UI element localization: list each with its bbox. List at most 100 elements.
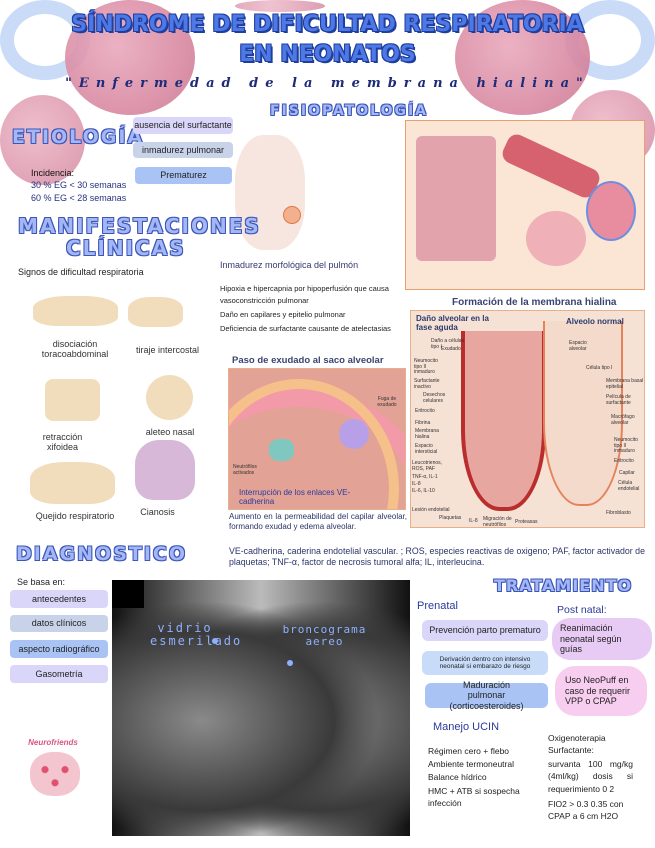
- membrana-title: Formación de la membrana hialina: [452, 297, 617, 308]
- lung-tissue-illustration: [405, 120, 645, 290]
- alveoli-decoration: [235, 0, 325, 12]
- chest-xray-image: vidrio esmerilado broncograma aereo: [112, 580, 410, 836]
- callout: Desechos celulares: [423, 392, 446, 404]
- postnatal-item: Uso NeoPuff en caso de requerir VPP o CP…: [555, 666, 647, 716]
- diagnostico-intro: Se basa en:: [17, 577, 66, 587]
- callout: Neumocito tipo II inmaduro: [614, 437, 638, 454]
- brain-logo-icon: [30, 752, 80, 796]
- abreviaturas-text: VE-cadherina, caderina endotelial vascul…: [229, 546, 645, 567]
- callout: Eritrocito: [614, 458, 634, 464]
- oxigeno-item: FIO2 > 0.3 0.35 con CPAP a 6 cm H2O: [548, 799, 624, 822]
- callout: Daño a células tipo I: [431, 338, 465, 350]
- fisiopatologia-bullet: Hipoxia e hipercapnia por hipoperfusión …: [220, 284, 389, 305]
- baby-illustration: [235, 135, 305, 250]
- diagnostico-item: datos clínicos: [10, 615, 108, 632]
- callout: Macrófago alveolar: [611, 414, 635, 426]
- incidencia-value: 30 % EG < 30 semanas: [31, 180, 127, 190]
- callout: Lesión endotelial: [412, 507, 450, 513]
- incidencia-value: 60 % EG < 28 semanas: [31, 193, 127, 203]
- callout: Neumocito tipo II inmaduro: [414, 358, 438, 375]
- cause-pill: ausencia del surfactante: [133, 117, 233, 134]
- fisiopatologia-heading: FISIOPATOLOGÍA: [270, 103, 428, 119]
- diagnostico-item: Gasometría: [10, 665, 108, 683]
- postnatal-label: Post natal:: [557, 604, 607, 616]
- etiologia-heading: ETIOLOGÍA: [12, 126, 145, 148]
- infant-chest-illustration: [128, 297, 183, 327]
- logo-text: Neurofriends: [28, 738, 78, 747]
- callout: Plaquetas: [439, 515, 462, 521]
- fisiopatologia-bullet: Deficiencia de surfactante causante de a…: [220, 324, 391, 333]
- callout: Neutrófilos activados: [233, 464, 257, 476]
- callout: Surfactante inactivo: [414, 378, 440, 390]
- fisiopatologia-bullet: Daño en capilares y epitelio pulmonar: [220, 310, 346, 319]
- sign-label: retracción xifoidea: [42, 432, 83, 452]
- ucin-item: HMC + ATB si sospecha infección: [428, 786, 520, 809]
- infant-torso-illustration: [45, 379, 100, 421]
- diagnostico-item: antecedentes: [10, 590, 108, 608]
- manifestaciones-heading: MANIFESTACIONES: [18, 214, 261, 238]
- infant-chest-illustration: [30, 462, 115, 504]
- xray-label: broncograma aereo: [282, 623, 367, 649]
- callout: Membrana hialina: [415, 428, 439, 440]
- membrana-right-label: Alveolo normal: [566, 317, 624, 326]
- callout: Espacio alveolar: [569, 340, 587, 352]
- diagnostico-heading: DIAGNOSTICO: [16, 543, 188, 565]
- infant-face-illustration: [146, 375, 193, 420]
- callout: Exudado: [441, 346, 461, 352]
- sign-label: disociación toracoabdominal: [41, 339, 109, 359]
- membrana-hialina-diagram: Daño alveolar en la fase aguda Alveolo n…: [410, 310, 645, 528]
- callout: Espacio intersticial: [415, 443, 438, 455]
- ucin-label: Manejo UCIN: [433, 721, 500, 733]
- callout: Eritrocito: [415, 408, 435, 414]
- callout: Película de surfactante: [606, 394, 631, 406]
- cyanotic-baby-illustration: [135, 440, 195, 500]
- exudado-diagram: Fuga de exudado Neutrófilos activados In…: [228, 368, 406, 510]
- incidencia-label: Incidencia:: [31, 168, 75, 178]
- sign-label: Cianosis: [140, 507, 175, 517]
- callout: Célula endotelial: [618, 480, 640, 492]
- callout: IL-8: [469, 518, 478, 524]
- tratamiento-heading: TRATAMIENTO: [494, 576, 633, 595]
- callout: Fibroblasto: [606, 510, 631, 516]
- title-line-2: EN NEONATOS: [239, 42, 416, 67]
- ucin-item: Régimen cero + flebo: [428, 746, 510, 756]
- fisiopatologia-caption: Inmadurez morfológica del pulmón: [220, 260, 359, 270]
- oxigeno-item: Surfactante:: [548, 745, 594, 755]
- alveoli-decoration: [455, 0, 590, 115]
- subtitle: "Enfermedad de la membrana hialina": [65, 76, 590, 91]
- ucin-item: Balance hídrico: [428, 772, 487, 782]
- callout: Membrana basal epitelial: [606, 378, 644, 390]
- lung-highlight: [283, 206, 301, 224]
- title-line-1: SÍNDROME DE DIFICULTAD RESPIRATORIA: [71, 12, 584, 37]
- alveoli-decoration: [65, 0, 195, 115]
- membrana-left-label: Daño alveolar en la fase aguda: [416, 314, 489, 332]
- manifestaciones-intro: Signos de dificultad respiratoria: [18, 267, 144, 277]
- exudado-title: Paso de exudado al saco alveolar: [232, 355, 384, 366]
- callout: Fuga de exudado: [377, 396, 397, 408]
- permeabilidad-text: Aumento en la permeabilidad del capilar …: [229, 512, 407, 531]
- ucin-item: Ambiente termoneutral: [428, 759, 514, 769]
- xray-label: vidrio esmerilado: [150, 621, 243, 649]
- sign-label: Quejido respiratorio: [35, 511, 115, 521]
- oxigeno-item: Oxigenoterapia: [548, 733, 606, 743]
- infant-chest-illustration: [33, 296, 118, 326]
- callout: Proteasas: [515, 519, 538, 525]
- callout: Capilar: [619, 470, 635, 476]
- prenatal-item: Maduración pulmonar (corticoesteroides): [425, 680, 548, 711]
- callout: Fibrina: [415, 420, 431, 426]
- exudado-bottom-label: Interrupción de los enlaces VE-cadherina: [239, 488, 351, 506]
- oxigeno-item: survanta 100 mg/kg (4ml/kg) dosis si req…: [548, 759, 633, 794]
- diagnostico-item: aspecto radiográfico: [10, 640, 108, 658]
- prenatal-label: Prenatal: [417, 600, 458, 612]
- sign-label: aleteo nasal: [145, 427, 195, 437]
- callout: IL-8: [412, 481, 421, 487]
- postnatal-item: Reanimación neonatal según guías: [552, 618, 652, 660]
- manifestaciones-heading: CLÍNICAS: [66, 236, 186, 260]
- callout: Migración de neutrófilos: [483, 516, 512, 528]
- sign-label: tiraje intercostal: [135, 345, 200, 355]
- callout: TNF-α, IL-1: [412, 474, 438, 480]
- callout: IL-6, IL-10: [412, 488, 435, 494]
- cause-pill: inmadurez pulmonar: [133, 142, 233, 158]
- prenatal-item: Prevención parto prematuro: [422, 620, 548, 641]
- callout: Célula tipo I: [586, 365, 613, 371]
